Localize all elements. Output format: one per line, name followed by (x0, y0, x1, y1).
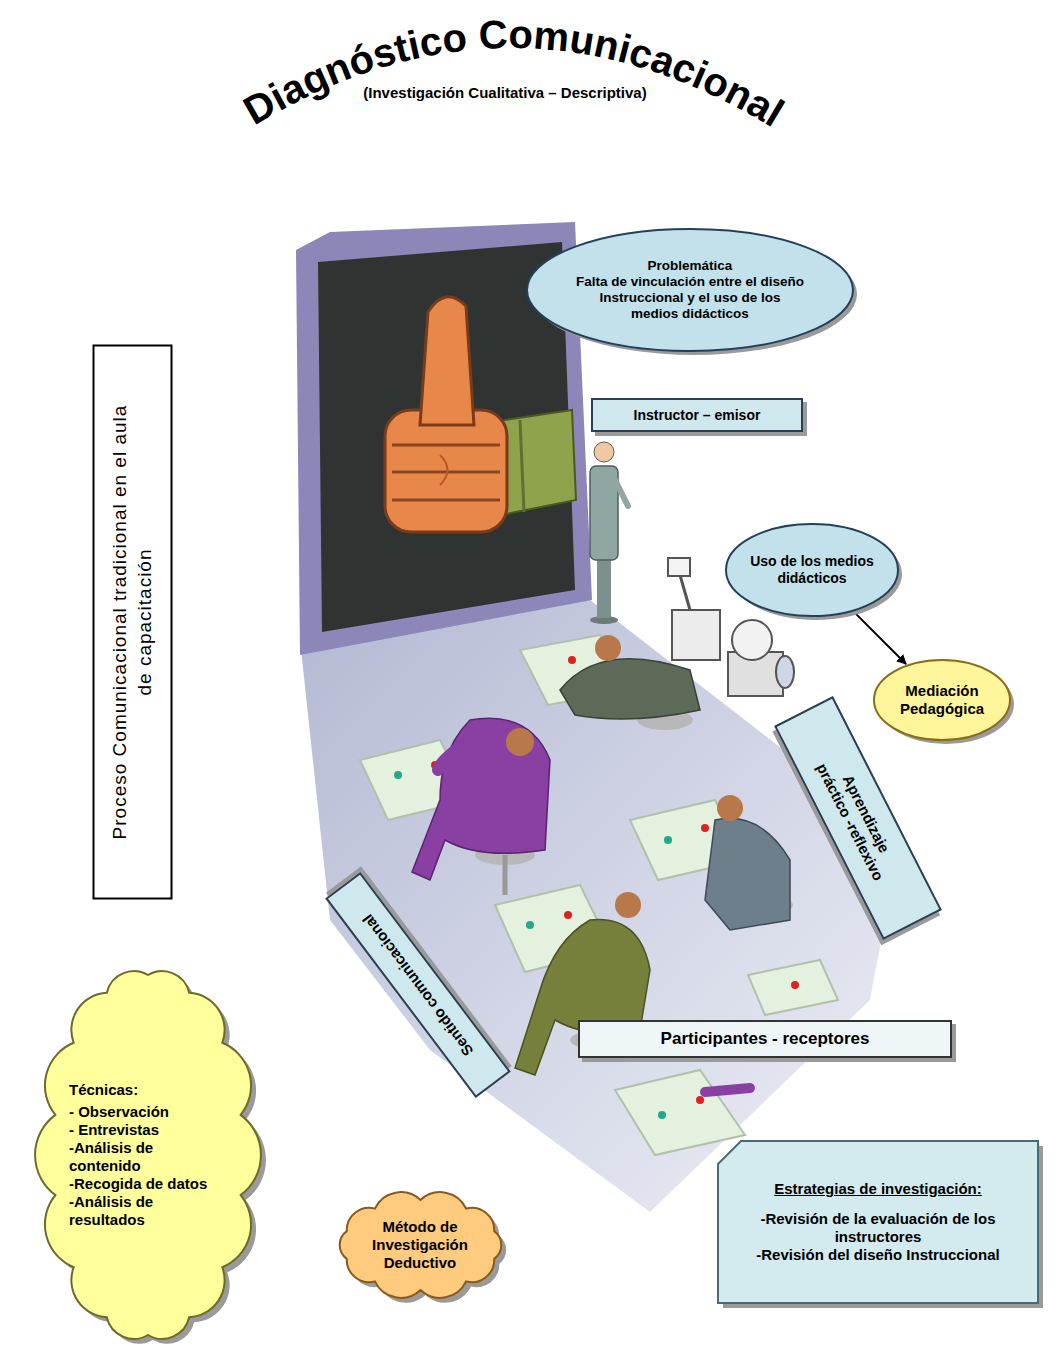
ellipse-shape (874, 660, 1010, 740)
node-text: Instructor – emisor (601, 407, 793, 424)
desk-button (568, 656, 576, 664)
finger-lines (392, 445, 500, 500)
mediation-ellipse: Mediación Pedagógica (872, 658, 1012, 742)
fist (385, 410, 507, 532)
title-arc: Diagnóstico Comunicacional (0, 0, 1064, 140)
media-ellipse: Uso de los medios didácticos (724, 522, 900, 618)
desk-button (394, 771, 402, 779)
person-body (705, 818, 790, 930)
node-text: -Revisión de la evaluación de los instru… (739, 1210, 1017, 1246)
film-lens (776, 656, 794, 688)
diagram-title-text: Diagnóstico Comunicacional (236, 12, 791, 135)
node-heading: Estrategias de investigación: (739, 1180, 1017, 1198)
node-text: Método de Investigación Deductivo (363, 1218, 478, 1272)
projector-arm (680, 575, 690, 610)
cut-corner-shape (718, 1141, 1038, 1303)
desk-button (664, 836, 672, 844)
cloud-shape (339, 1192, 501, 1298)
node-text: -Recogida de datos (69, 1175, 227, 1193)
film-reel (732, 620, 772, 660)
sleeve-fold (520, 420, 524, 512)
ellipse-shape (726, 524, 898, 616)
person-arm (705, 1088, 750, 1092)
node-text: Mediación Pedagógica (886, 682, 998, 718)
node-text: Proceso Comunicacional tradicional en el… (107, 397, 156, 848)
subtitle: (Investigación Cualitativa – Descriptiva… (285, 84, 725, 101)
cloud-shape (35, 971, 261, 1339)
node-heading: Problemática (575, 258, 805, 274)
desk (748, 960, 838, 1015)
desk-button (526, 921, 534, 929)
node-text: Participantes - receptores (590, 1029, 940, 1049)
role-box: Instructor – emisor (591, 398, 803, 432)
node-text: Uso de los medios didácticos (740, 553, 884, 587)
strategies-box: Estrategias de investigación: -Revisión d… (717, 1140, 1039, 1304)
diagram-title: Diagnóstico Comunicacional (236, 12, 791, 135)
person-head (615, 892, 641, 918)
person-head (717, 795, 743, 821)
person-body (560, 659, 700, 719)
desk-button (791, 981, 799, 989)
projector-base (672, 610, 720, 660)
method-cloud: Método de Investigación Deductivo (333, 1190, 508, 1300)
desk-button (658, 1111, 666, 1119)
problem-ellipse: ProblemáticaFalta de vinculación entre e… (525, 227, 855, 353)
floor (300, 600, 900, 1212)
process-band: Proceso Comunicacional tradicional en el… (92, 345, 172, 900)
node-heading: Técnicas: (69, 1081, 227, 1099)
node-text: -Análisis de contenido (69, 1139, 227, 1175)
person-arm (438, 740, 470, 770)
finger-shade (440, 455, 448, 485)
connector-arrow (854, 612, 906, 664)
person-body (412, 718, 550, 880)
ellipse-shape (527, 229, 853, 351)
node-text: - Observación (69, 1103, 227, 1121)
node-text: -Análisis de resultados (69, 1193, 227, 1229)
thumb (420, 297, 474, 425)
desk (615, 1070, 745, 1155)
person-head (506, 728, 534, 756)
projector-head (668, 558, 690, 576)
desk-button (701, 824, 709, 832)
node-text: Falta de vinculación entre el diseño Ins… (575, 274, 805, 323)
desk-button (564, 911, 572, 919)
receivers-box: Participantes - receptores (578, 1020, 952, 1058)
node-text: -Revisión del diseño Instruccional (739, 1246, 1017, 1264)
desk-button (696, 1096, 704, 1104)
instructor-legs (597, 555, 611, 618)
node-text: - Entrevistas (69, 1121, 227, 1139)
instructor-arm (614, 478, 628, 506)
techniques-cloud: Técnicas:- Observación- Entrevistas-Anál… (43, 965, 253, 1345)
person-head (595, 635, 621, 661)
instructor-head (594, 442, 614, 462)
chair-stem (503, 855, 508, 895)
